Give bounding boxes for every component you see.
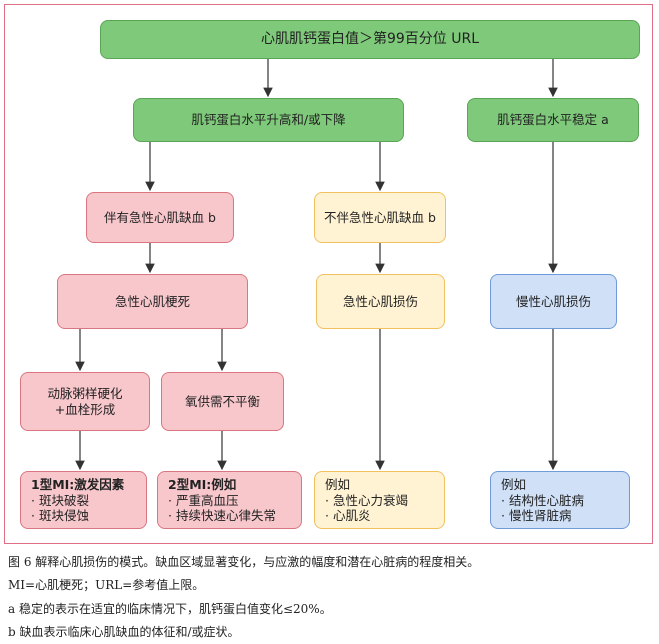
acute-mi-node: 急性心肌梗死 bbox=[57, 274, 248, 329]
atherosclerosis-thrombosis-node: 动脉粥样硬化 +血栓形成 bbox=[20, 372, 150, 431]
caption-footnote-a: a 稳定的表示在适宜的临床情况下，肌钙蛋白值变化≤20%。 bbox=[8, 602, 332, 616]
chronic-injury-examples-node: 例如 · 结构性心脏病 · 慢性肾脏病 bbox=[490, 471, 630, 529]
oxygen-supply-demand-imbalance-node: 氧供需不平衡 bbox=[161, 372, 284, 431]
chronic-myocardial-injury-node: 慢性心肌损伤 bbox=[490, 274, 617, 329]
troponin-rising-falling-node: 肌钙蛋白水平升高和/或下降 bbox=[133, 98, 404, 142]
troponin-above-url-node: 心肌肌钙蛋白值＞第99百分位 URL bbox=[100, 20, 640, 59]
type1-mi-node: 1型MI:激发因素 · 斑块破裂 · 斑块侵蚀 bbox=[20, 471, 147, 529]
caption-footnote-b: b 缺血表示临床心肌缺血的体征和/或症状。 bbox=[8, 625, 240, 639]
troponin-stable-node: 肌钙蛋白水平稳定 a bbox=[467, 98, 639, 142]
type2-mi-node: 2型MI:例如 · 严重高血压 · 持续快速心律失常 bbox=[157, 471, 302, 529]
caption-abbreviations: MI=心肌梗死；URL=参考值上限。 bbox=[8, 578, 205, 592]
acute-myocardial-injury-node: 急性心肌损伤 bbox=[316, 274, 445, 329]
with-acute-ischemia-node: 伴有急性心肌缺血 b bbox=[86, 192, 234, 243]
acute-injury-examples-node: 例如 · 急性心力衰竭 · 心肌炎 bbox=[314, 471, 445, 529]
without-acute-ischemia-node: 不伴急性心肌缺血 b bbox=[314, 192, 446, 243]
figure-caption: 图 6 解释心肌损伤的模式。缺血区域显著变化，与应激的幅度和潜在心脏病的程度相关… bbox=[8, 555, 480, 569]
